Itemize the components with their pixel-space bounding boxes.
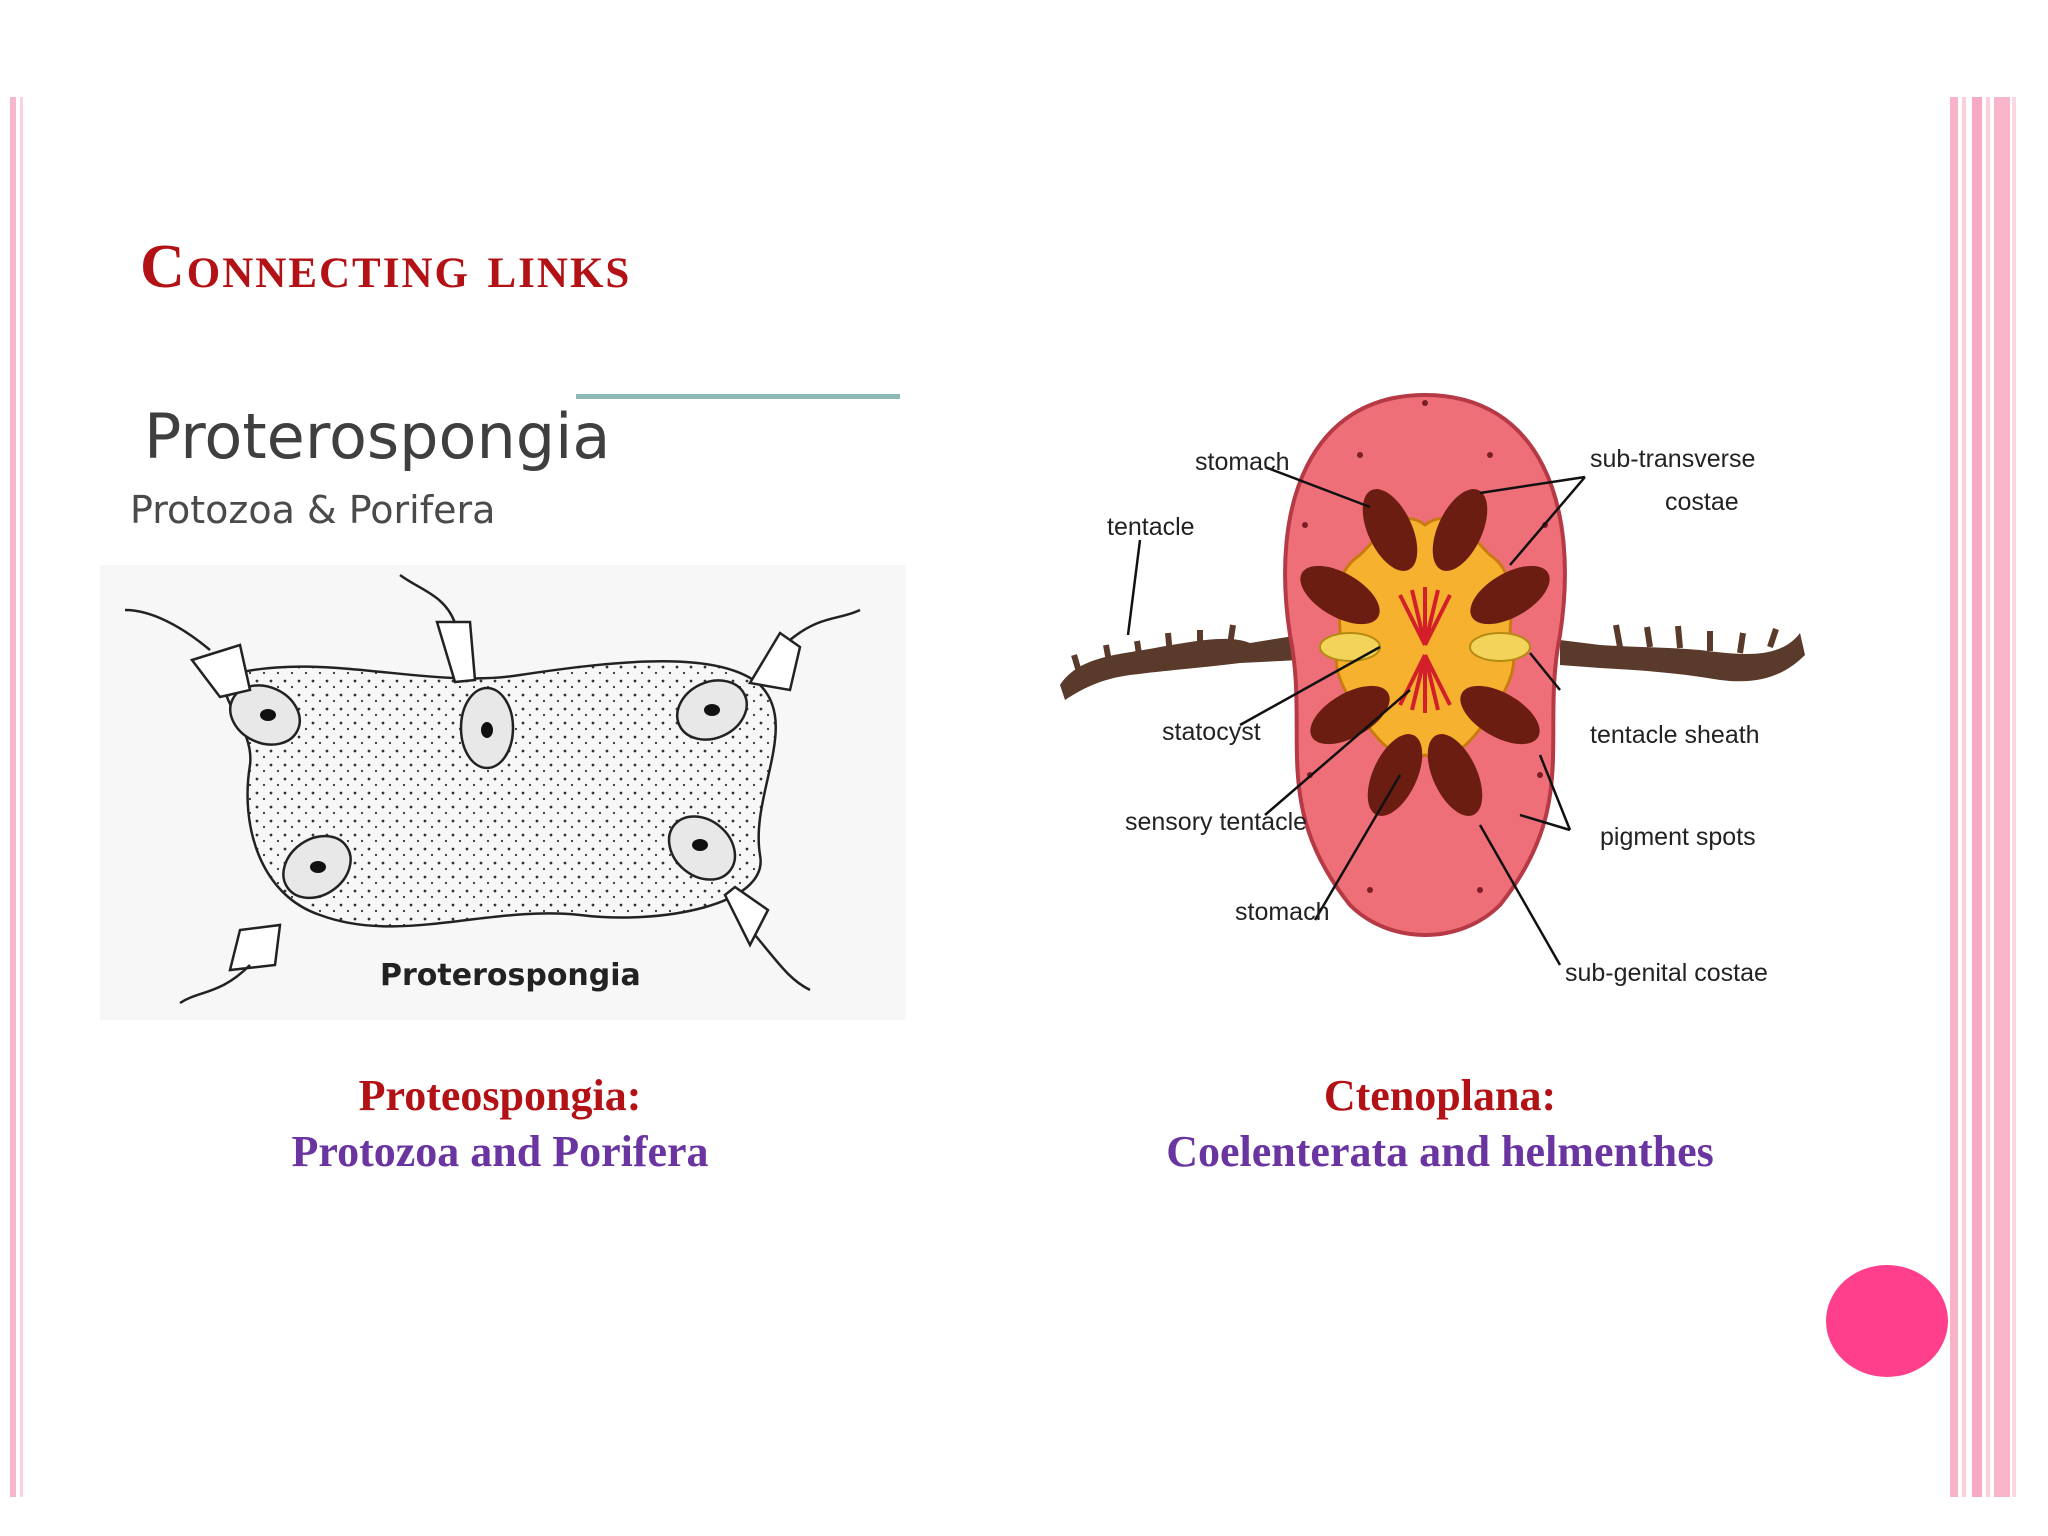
label-sub-genital-costae: sub-genital costae: [1565, 959, 1768, 987]
label-sensory-tentacle: sensory tentacle: [1125, 808, 1307, 836]
figure-heading: Proterospongia: [144, 400, 611, 473]
slide-title: Connecting links: [140, 233, 632, 301]
label-sub-transverse: sub-transverse: [1590, 445, 1755, 473]
figure-subheading: Protozoa & Porifera: [130, 488, 496, 532]
label-statocyst: statocyst: [1162, 718, 1261, 746]
accent-line: [576, 394, 900, 399]
caption-left-subtitle: Protozoa and Porifera: [291, 1127, 709, 1176]
caption-ctenoplana: Ctenoplana: Coelenterata and helmenthes: [1090, 1068, 1790, 1180]
label-tentacle: tentacle: [1107, 513, 1195, 541]
caption-proteospongia: Proteospongia: Protozoa and Porifera: [240, 1068, 760, 1180]
label-costae: costae: [1665, 488, 1739, 516]
decorative-pink-circle: [1826, 1265, 1948, 1377]
left-border-stripe-light: [20, 97, 23, 1497]
caption-left-title: Proteospongia:: [358, 1071, 642, 1120]
illustration-label: Proterospongia: [380, 958, 641, 993]
proterospongia-illustration: Proterospongia: [100, 565, 906, 1020]
right-border-stripes: [1950, 97, 2048, 1497]
label-pigment-spots: pigment spots: [1600, 823, 1756, 851]
label-tentacle-sheath: tentacle sheath: [1590, 721, 1760, 749]
caption-right-subtitle: Coelenterata and helmenthes: [1166, 1127, 1714, 1176]
label-stomach-bottom: stomach: [1235, 898, 1329, 926]
ctenoplana-diagram: stomach sub-transverse costae tentacle s…: [1040, 385, 1810, 1025]
label-stomach-top: stomach: [1195, 448, 1289, 476]
left-border-stripe: [10, 97, 16, 1497]
caption-right-title: Ctenoplana:: [1323, 1071, 1557, 1120]
